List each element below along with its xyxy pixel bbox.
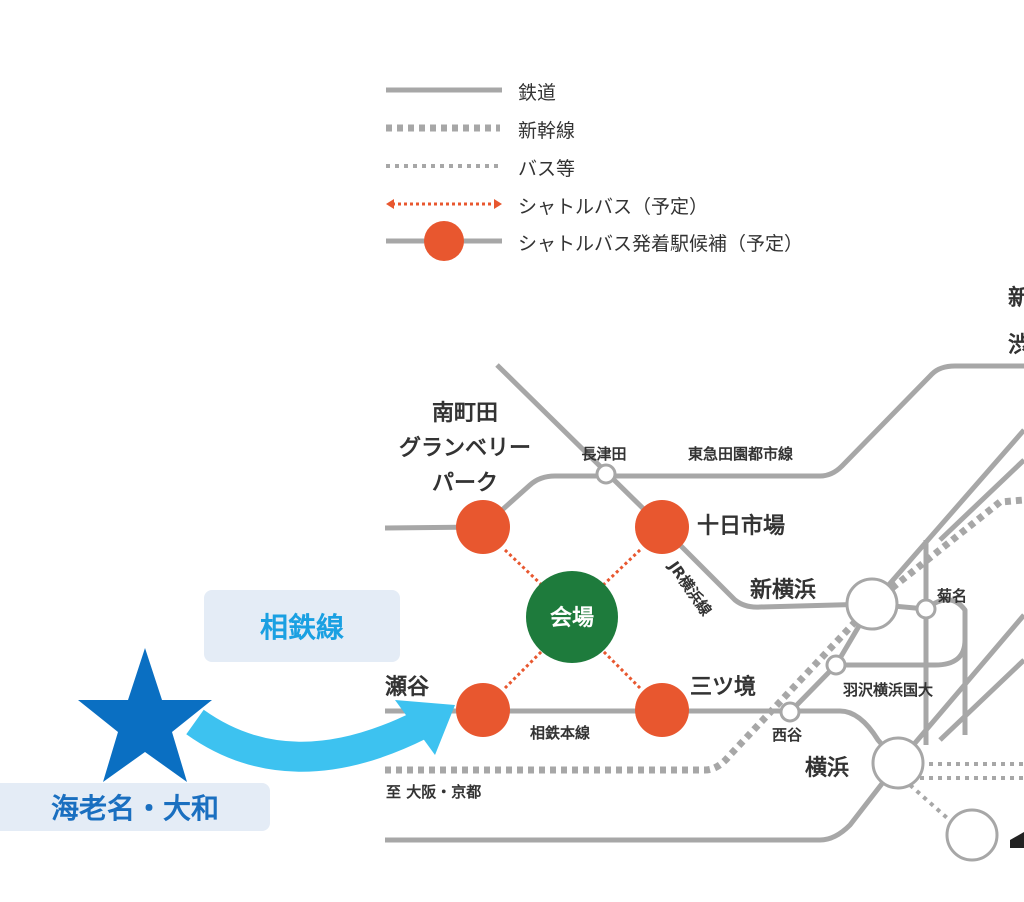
station-nagatsuta[interactable] xyxy=(595,463,617,485)
legend-shuttle-station: シャトルバス発着駅候補（予定） xyxy=(518,233,803,255)
legend: 鉄道 新幹線 バス等 シャトルバス（予定） シャトルバス発着駅候補（予定） xyxy=(386,82,803,261)
station-port[interactable] xyxy=(945,808,999,862)
jr-yokohama-line xyxy=(495,363,873,610)
label-minamimachida-3: パーク xyxy=(432,471,498,496)
venue-label: 会場 xyxy=(550,605,594,631)
label-shin-yokohama: 新横浜 xyxy=(750,577,816,603)
shuttle-route xyxy=(503,548,547,590)
bus-lines xyxy=(908,762,1024,827)
label-denentoshi: 東急田園都市線 xyxy=(688,445,793,463)
label-mitsukyo: 三ツ境 xyxy=(690,674,756,700)
shuttle-route xyxy=(503,646,547,690)
shuttle-station-seya[interactable] xyxy=(456,683,510,737)
label-nagatsuta: 長津田 xyxy=(581,445,626,463)
station-nishiya[interactable] xyxy=(779,701,801,723)
arrow-head-icon xyxy=(395,700,455,755)
legend-shinkansen: 新幹線 xyxy=(518,120,575,142)
shuttle-route xyxy=(598,548,642,590)
venue-marker[interactable] xyxy=(526,571,618,663)
label-minamimachida-2: グランベリー xyxy=(399,435,531,461)
star-icon xyxy=(78,648,212,782)
denentoshi-line xyxy=(384,363,1024,531)
label-cut-2: 渋 xyxy=(1008,332,1024,358)
label-sotetsu-main: 相鉄本線 xyxy=(530,724,590,742)
sotetsu-main-line xyxy=(385,708,900,765)
station-hazawa[interactable] xyxy=(825,654,847,676)
rail-lines xyxy=(384,363,1024,843)
station-shin-yokohama[interactable] xyxy=(845,577,899,631)
tokaido-line xyxy=(385,613,1024,843)
legend-shuttle-bus: シャトルバス（予定） xyxy=(518,196,708,218)
legend-railway: 鉄道 xyxy=(518,82,556,104)
label-kikuna: 菊名 xyxy=(937,587,967,605)
shuttle-station-tokaichiba[interactable] xyxy=(635,500,689,554)
station-kikuna[interactable] xyxy=(915,598,937,620)
sotetsu-callout: 相鉄線 xyxy=(204,590,400,662)
label-cut-1: 新 xyxy=(1008,285,1024,311)
shuttle-station-minamimachida[interactable] xyxy=(456,500,510,554)
shuttle-station-mitsukyo[interactable] xyxy=(635,683,689,737)
shinkansen-line xyxy=(385,496,1024,774)
sotetsu-shinyokohama-line xyxy=(788,428,1024,714)
other-lines xyxy=(923,458,1024,745)
sotetsu-arrow xyxy=(186,709,427,772)
label-minamimachida-1: 南町田 xyxy=(432,401,498,426)
connector-line xyxy=(836,597,968,668)
label-yokohama: 横浜 xyxy=(805,756,849,781)
label-nishiya: 西谷 xyxy=(772,726,803,744)
legend-bus: バス等 xyxy=(518,158,575,180)
label-to-osaka: 至 大阪・京都 xyxy=(386,783,481,801)
origin-callout: 海老名・大和 xyxy=(0,783,270,831)
label-jr-yokohama: JR横浜線 xyxy=(664,557,715,619)
label-seya: 瀬谷 xyxy=(385,675,430,700)
label-tokaichiba: 十日市場 xyxy=(697,513,785,539)
ship-icon xyxy=(1010,832,1024,848)
legend-station-dot xyxy=(424,221,464,261)
shuttle-route xyxy=(598,646,642,690)
station-yokohama[interactable] xyxy=(871,736,925,790)
label-hazawa: 羽沢横浜国大 xyxy=(843,681,933,699)
shuttle-stations xyxy=(456,500,689,737)
stations xyxy=(595,463,999,862)
